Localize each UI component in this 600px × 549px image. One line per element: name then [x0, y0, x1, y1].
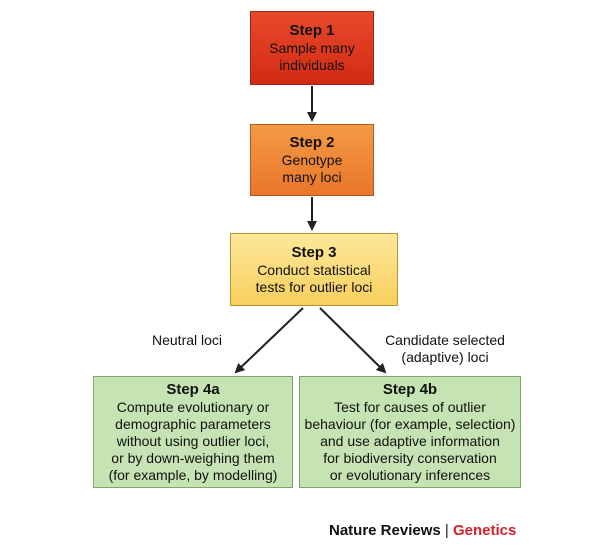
edge-label-candidate-line-2: (adaptive) loci [401, 349, 489, 365]
step-4a-line-2: demographic parameters [115, 415, 271, 432]
step-2-box: Step 2 Genotype many loci [250, 124, 374, 196]
step-4a-box: Step 4a Compute evolutionary or demograp… [93, 376, 293, 488]
journal-credit: Nature Reviews | Genetics [329, 522, 516, 539]
step-2-line-2: many loci [282, 169, 342, 185]
step-4a-title: Step 4a [166, 380, 220, 398]
step-3-title: Step 3 [291, 243, 337, 261]
step-4b-line-3: and use adaptive information [320, 432, 500, 449]
step-2-title: Step 2 [289, 134, 335, 151]
step-2-line-1: Genotype [281, 152, 343, 168]
arrow-step3-to-step4b [319, 307, 387, 374]
credit-journal: Nature Reviews [329, 522, 441, 539]
step-1-title: Step 1 [289, 22, 335, 39]
step-4b-box: Step 4b Test for causes of outlier behav… [299, 376, 521, 488]
step-4b-line-5: or evolutionary inferences [329, 466, 491, 483]
edge-label-candidate-line-1: Candidate selected [385, 332, 505, 348]
step-4b-line-4: for biodiversity conservation [323, 449, 497, 466]
edge-label-neutral-line-1: Neutral loci [152, 332, 223, 348]
step-4a-line-4: or by down-weighing them [111, 449, 275, 466]
step-4a-line-3: without using outlier loci, [116, 432, 270, 449]
step-4b-line-2: behaviour (for example, selection) [304, 415, 516, 432]
step-3-line-1: Conduct statistical [257, 261, 371, 278]
step-4b-title: Step 4b [382, 380, 438, 398]
step-1-line-2: individuals [279, 57, 345, 73]
step-4b-line-1: Test for causes of outlier [334, 398, 486, 415]
credit-subject: Genetics [452, 522, 517, 539]
arrow-step3-to-step4a [234, 307, 304, 374]
step-1-line-1: Sample many [269, 40, 355, 56]
step-3-line-2: tests for outlier loci [255, 278, 373, 295]
step-1-box: Step 1 Sample many individuals [250, 11, 374, 85]
step-4a-line-1: Compute evolutionary or [116, 398, 270, 415]
step-4a-line-5: (for example, by modelling) [108, 466, 278, 483]
step-3-box: Step 3 Conduct statistical tests for out… [230, 233, 398, 306]
edge-label-neutral-loci: Neutral loci [152, 332, 222, 349]
credit-separator: | [444, 522, 449, 539]
edge-label-candidate-loci: Candidate selected (adaptive) loci [370, 332, 520, 366]
